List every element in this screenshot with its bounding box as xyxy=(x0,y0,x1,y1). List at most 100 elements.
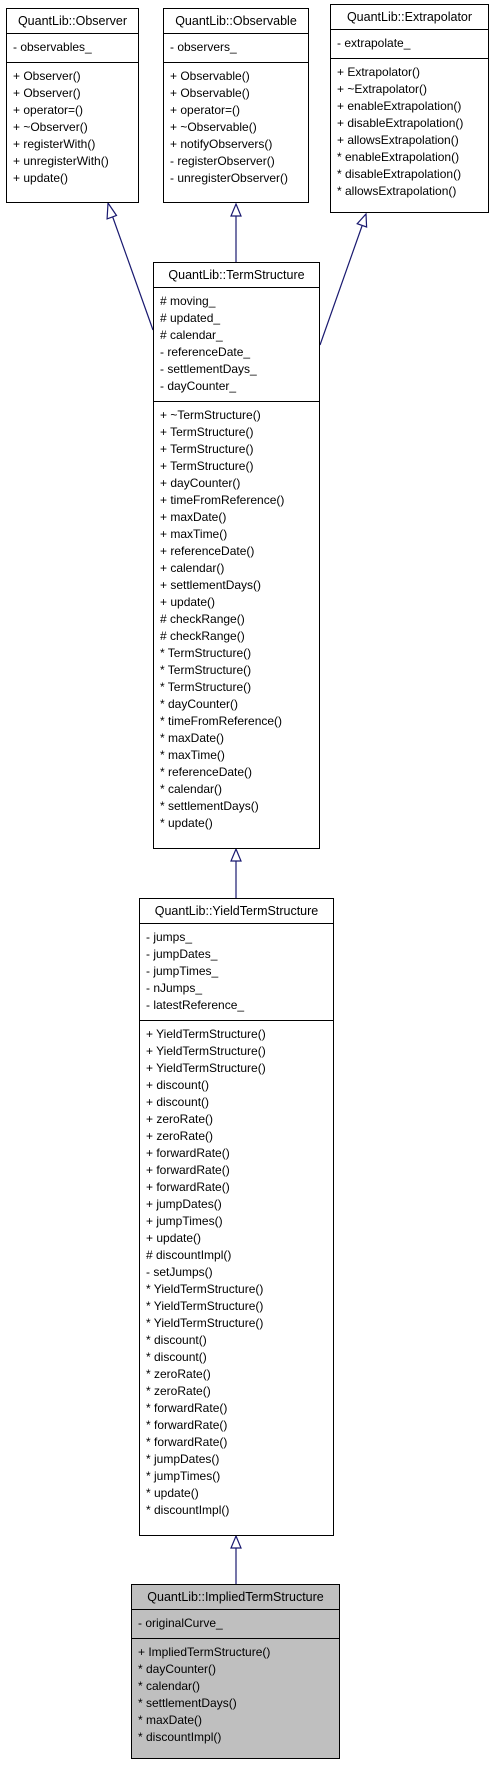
method: * maxDate() xyxy=(138,1713,203,1727)
class-name: QuantLib::TermStructure xyxy=(154,263,319,288)
method: * discountImpl() xyxy=(146,1503,230,1517)
method: + discount() xyxy=(146,1078,210,1092)
method: * enableExtrapolation() xyxy=(337,150,460,164)
method: + maxTime() xyxy=(160,527,228,541)
methods-section: + ~TermStructure() + TermStructure() + T… xyxy=(154,401,319,838)
inheritance-arrow-termstructure xyxy=(230,847,242,862)
method: + jumpTimes() xyxy=(146,1214,223,1228)
attribute: # updated_ xyxy=(160,311,221,325)
method: * YieldTermStructure() xyxy=(146,1282,264,1296)
method: * maxTime() xyxy=(160,748,225,762)
attribute: - observables_ xyxy=(13,40,92,54)
method: + YieldTermStructure() xyxy=(146,1044,266,1058)
method: * TermStructure() xyxy=(160,680,252,694)
inheritance-arrow-observable xyxy=(230,202,242,217)
method: + timeFromReference() xyxy=(160,493,285,507)
method: + ~Extrapolator() xyxy=(337,82,428,96)
method: + YieldTermStructure() xyxy=(146,1061,266,1075)
method: * allowsExtrapolation() xyxy=(337,184,457,198)
method: * TermStructure() xyxy=(160,646,252,660)
method: + ~Observable() xyxy=(170,120,257,134)
method: + update() xyxy=(13,171,69,185)
method: * dayCounter() xyxy=(138,1662,217,1676)
method: + update() xyxy=(146,1231,202,1245)
method: + settlementDays() xyxy=(160,578,262,592)
method: * zeroRate() xyxy=(146,1384,211,1398)
edge-termstructure-extrapolator xyxy=(319,225,363,346)
attribute: - jumps_ xyxy=(146,930,193,944)
method: * disableExtrapolation() xyxy=(337,167,462,181)
class-name: QuantLib::Extrapolator xyxy=(331,5,488,30)
class-box-yieldtermstructure[interactable]: QuantLib::YieldTermStructure - jumps_ - … xyxy=(139,898,334,1536)
attributes-section: - observables_ xyxy=(7,34,138,62)
method: * forwardRate() xyxy=(146,1435,228,1449)
method: + unregisterWith() xyxy=(13,154,109,168)
class-box-termstructure[interactable]: QuantLib::TermStructure # moving_ # upda… xyxy=(153,262,320,849)
method: + Observer() xyxy=(13,69,81,83)
method: * forwardRate() xyxy=(146,1401,228,1415)
method: - registerObserver() xyxy=(170,154,275,168)
class-box-observer[interactable]: QuantLib::Observer - observables_ + Obse… xyxy=(6,8,139,203)
method: - setJumps() xyxy=(146,1265,213,1279)
method: + Observable() xyxy=(170,69,250,83)
method: * YieldTermStructure() xyxy=(146,1316,264,1330)
attribute: # moving_ xyxy=(160,294,216,308)
attribute: - settlementDays_ xyxy=(160,362,257,376)
methods-section: + Observer() + Observer() + operator=() … xyxy=(7,62,138,193)
method: + referenceDate() xyxy=(160,544,255,558)
method: + Observable() xyxy=(170,86,250,100)
class-box-impliedtermstructure[interactable]: QuantLib::ImpliedTermStructure - origina… xyxy=(131,1584,340,1759)
method: * zeroRate() xyxy=(146,1367,211,1381)
inheritance-arrow-observer xyxy=(106,201,118,220)
method: * settlementDays() xyxy=(160,799,259,813)
method: + allowsExtrapolation() xyxy=(337,133,459,147)
method: * YieldTermStructure() xyxy=(146,1299,264,1313)
attribute: - dayCounter_ xyxy=(160,379,237,393)
methods-section: + YieldTermStructure() + YieldTermStruct… xyxy=(140,1020,333,1525)
method: * jumpDates() xyxy=(146,1452,220,1466)
method: * dayCounter() xyxy=(160,697,239,711)
method: - unregisterObserver() xyxy=(170,171,289,185)
attribute: - observers_ xyxy=(170,40,237,54)
attributes-section: - jumps_ - jumpDates_ - jumpTimes_ - nJu… xyxy=(140,924,333,1020)
attribute: # calendar_ xyxy=(160,328,223,342)
attributes-section: - observers_ xyxy=(164,34,308,62)
attribute: - referenceDate_ xyxy=(160,345,251,359)
method: + calendar() xyxy=(160,561,225,575)
method: + dayCounter() xyxy=(160,476,241,490)
method: + discount() xyxy=(146,1095,210,1109)
class-name: QuantLib::ImpliedTermStructure xyxy=(132,1585,339,1610)
class-name: QuantLib::Observer xyxy=(7,9,138,34)
method: # checkRange() xyxy=(160,612,245,626)
method: * update() xyxy=(146,1486,199,1500)
attribute: - extrapolate_ xyxy=(337,36,411,50)
method: + enableExtrapolation() xyxy=(337,99,462,113)
attribute: - jumpDates_ xyxy=(146,947,218,961)
method: + TermStructure() xyxy=(160,442,254,456)
class-box-observable[interactable]: QuantLib::Observable - observers_ + Obse… xyxy=(163,8,309,203)
class-box-extrapolator[interactable]: QuantLib::Extrapolator - extrapolate_ + … xyxy=(330,4,489,213)
method: + ~Observer() xyxy=(13,120,88,134)
method: + Extrapolator() xyxy=(337,65,421,79)
method: * settlementDays() xyxy=(138,1696,237,1710)
method: + forwardRate() xyxy=(146,1180,230,1194)
method: + ~TermStructure() xyxy=(160,408,261,422)
class-name: QuantLib::YieldTermStructure xyxy=(140,899,333,924)
method: + operator=() xyxy=(13,103,84,117)
method: * discount() xyxy=(146,1350,207,1364)
method: * discountImpl() xyxy=(138,1730,222,1744)
method: # discountImpl() xyxy=(146,1248,232,1262)
method: # checkRange() xyxy=(160,629,245,643)
method: + Observer() xyxy=(13,86,81,100)
method: + jumpDates() xyxy=(146,1197,222,1211)
attribute: - latestReference_ xyxy=(146,998,245,1012)
method: * forwardRate() xyxy=(146,1418,228,1432)
method: * jumpTimes() xyxy=(146,1469,221,1483)
attributes-section: - extrapolate_ xyxy=(331,30,488,58)
method: + TermStructure() xyxy=(160,459,254,473)
methods-section: + ImpliedTermStructure() * dayCounter() … xyxy=(132,1638,339,1752)
attributes-section: # moving_ # updated_ # calendar_ - refer… xyxy=(154,288,319,401)
method: * timeFromReference() xyxy=(160,714,283,728)
method: + operator=() xyxy=(170,103,241,117)
method: * update() xyxy=(160,816,213,830)
